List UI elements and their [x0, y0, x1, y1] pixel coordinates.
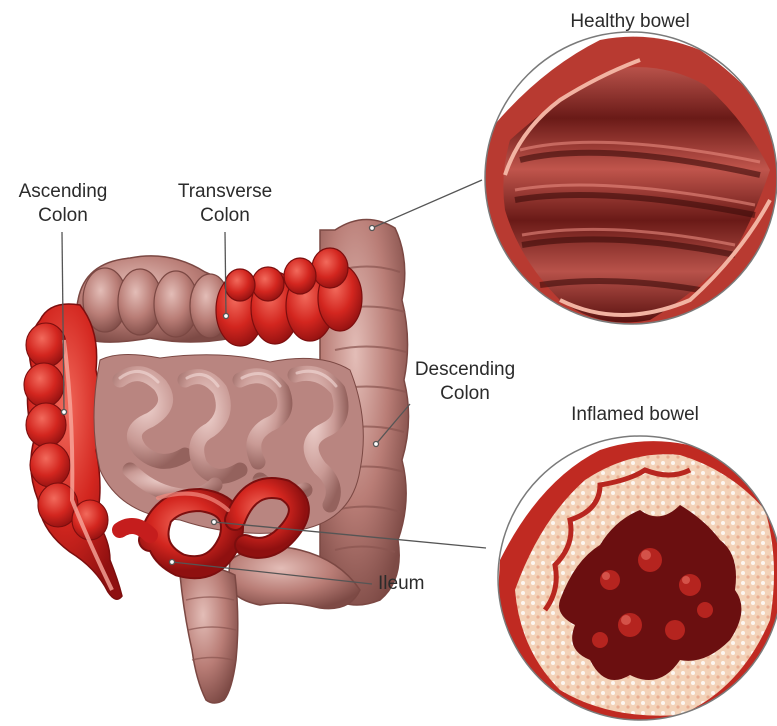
inflamed-bowel-title: Inflamed bowel [535, 403, 735, 427]
ascending-colon-label: Ascending Colon [4, 180, 122, 228]
rectum [180, 568, 238, 704]
transverse-colon-inflamed [216, 248, 362, 346]
leader-healthy [372, 180, 482, 228]
inflamed-bowel-inset [490, 430, 777, 726]
descending-colon-label: Descending Colon [400, 358, 530, 406]
transverse-colon-label-line2: Colon [160, 204, 290, 228]
descending-colon-label-line2: Colon [400, 382, 530, 406]
descending-colon-label-line1: Descending [400, 358, 530, 382]
healthy-bowel-inset [470, 20, 777, 340]
transverse-colon-label: Transverse Colon [160, 180, 290, 228]
transverse-colon-label-line1: Transverse [160, 180, 290, 204]
ascending-colon-label-line2: Colon [4, 204, 122, 228]
healthy-bowel-title: Healthy bowel [540, 10, 720, 34]
ascending-colon-label-line1: Ascending [4, 180, 122, 204]
ileum-label: Ileum [378, 572, 468, 596]
